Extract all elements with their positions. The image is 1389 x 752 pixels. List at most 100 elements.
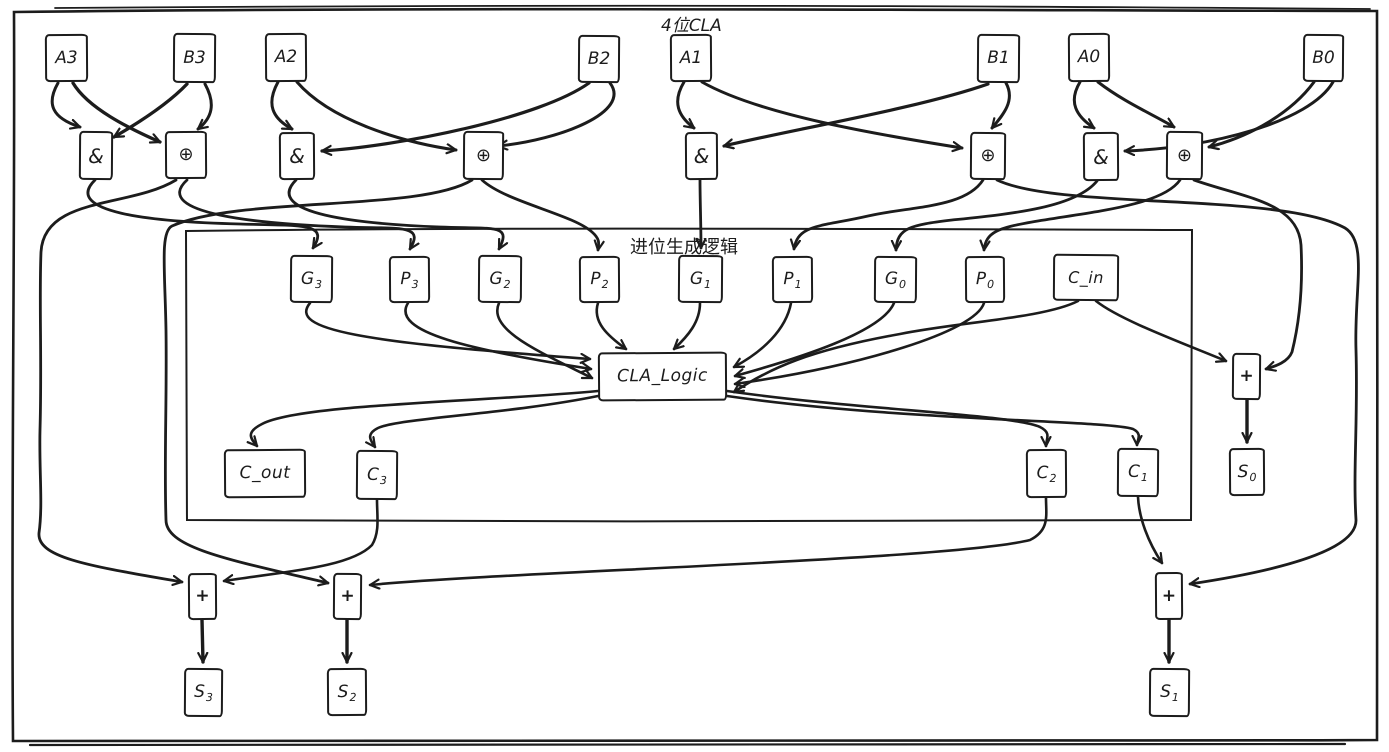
outer-border [11,7,1380,743]
adder-s0: + [1231,352,1262,401]
edge-xor3-p3 [178,178,415,251]
inner-group-border [184,227,1194,523]
node-label: C [1127,461,1141,483]
node-label: G [489,268,503,289]
edge-xor0-adder-s0 [1192,178,1303,369]
node-label: P [590,268,601,290]
node-label-subscript: 1 [794,277,802,291]
edge-p1-cla [732,301,793,369]
node-label: CLA_Logic [617,365,708,387]
edge-g2-cla [496,301,594,380]
plus-symbol: + [340,585,355,607]
edge-and0-g0 [896,179,1099,252]
edge-cla-c1 [725,394,1139,447]
edge-b1-xor1 [990,81,1011,130]
node-input-b0: B0 [1302,33,1345,83]
edge-and3-g3 [86,178,318,250]
edge-a2-xor2 [295,80,458,150]
node-label-subscript: 0 [1249,470,1257,484]
node-label: C_in [1068,267,1104,287]
node-cla-logic: CLA_Logic [597,351,728,402]
edge-a1-and1 [676,80,696,130]
adder-s3: + [187,572,218,621]
edge-b0-and0 [1123,80,1335,151]
node-label: P [400,268,411,290]
node-label: B1 [987,47,1010,69]
gate-xor-bit1: ⊕ [969,131,1007,181]
node-label: C [366,464,380,485]
node-label: B3 [183,47,206,68]
and-gate-symbol: & [693,143,710,169]
diagram-title: 4位CLA [661,16,722,36]
adder-s2: + [332,572,363,621]
node-label-subscript: 0 [899,278,907,292]
edge-b2-xor2 [496,81,616,146]
edge-c3-adder-s3 [222,498,379,581]
edge-a3-and3 [50,81,82,127]
edge-a3-xor3 [71,81,162,144]
node-input-b2: B2 [577,34,621,84]
edge-xor2-p2 [480,178,599,252]
node-label-subscript: 3 [411,277,419,291]
gate-xor-bit0: ⊕ [1165,130,1204,181]
plus-symbol: + [195,585,210,607]
plus-symbol: + [1161,585,1177,606]
edge-b2-and2 [320,81,591,151]
node-input-b3: B3 [172,32,217,84]
xor-gate-symbol: ⊕ [178,143,194,166]
node-input-a0: A0 [1067,32,1111,83]
node-label: S [1160,681,1171,703]
edge-xor1-adder-s1 [995,178,1360,584]
node-label: P [975,268,987,290]
edge-cla-cout [251,389,600,448]
edge-xor1-p1 [794,178,985,251]
node-label: A1 [679,47,703,68]
node-label-subscript: 2 [503,277,511,291]
node-carry-in: C_in [1052,253,1120,302]
node-label: B0 [1312,47,1335,68]
gate-and-bit1: & [684,131,719,181]
node-label-subscript: 1 [1171,691,1179,705]
node-label: C_out [239,462,291,484]
edge-cin-adder-s0 [1094,299,1228,361]
node-input-a2: A2 [264,32,308,83]
edge-and2-g2 [287,178,503,251]
edge-cla-c3 [370,394,600,449]
outer-border-double-stroke-top [54,4,1371,10]
node-label: B2 [587,48,611,69]
edge-c1-adder-s1 [1136,495,1164,565]
node-input-b1: B1 [976,33,1021,84]
node-label-subscript: 2 [1049,471,1057,485]
node-label-subscript: 3 [315,277,323,291]
edge-b3-and3 [112,82,189,139]
edge-p3-cla [404,301,593,369]
adder-s1: + [1154,571,1184,621]
gate-and-bit0: & [1082,131,1120,182]
edge-xor3-adder-s3 [37,178,184,582]
node-carry-out: C_out [223,448,307,499]
node-input-a1: A1 [669,33,713,83]
gate-xor-bit2: ⊕ [462,130,505,181]
plus-symbol: + [1239,365,1254,387]
node-label: A3 [55,47,78,68]
edge-xor2-adder-s2 [162,178,474,583]
edge-c2-adder-s2 [368,496,1048,585]
xor-gate-symbol: ⊕ [980,144,996,167]
edge-p0-cla [733,301,986,384]
node-label-subscript: 2 [349,690,357,704]
node-label: G [300,268,315,289]
and-gate-symbol: & [1093,144,1109,169]
edge-g0-cla [733,301,896,376]
edge-g1-cla [672,301,702,351]
node-label-subscript: 0 [987,277,995,291]
